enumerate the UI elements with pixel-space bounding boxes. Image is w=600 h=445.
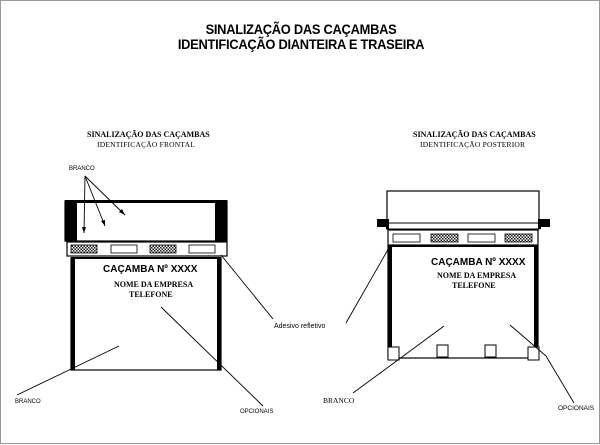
front-plate-text: CAÇAMBA Nº XXXX xyxy=(103,264,198,275)
rear-company-text: NOME DA EMPRESA xyxy=(437,271,517,280)
rear-heading: SINALIZAÇÃO DAS CAÇAMBAS xyxy=(413,130,536,139)
front-bin xyxy=(16,175,274,407)
rear-phone-text: TELEFONE xyxy=(452,281,496,290)
main-title-line1: SINALIZAÇÃO DAS CAÇAMBAS xyxy=(205,21,397,37)
rear-bin xyxy=(345,190,575,404)
rear-plate-text: CAÇAMBA Nº XXXX xyxy=(431,257,526,268)
front-strip-segments xyxy=(70,244,216,254)
front-bin-left-cap xyxy=(65,201,77,241)
front-label-branco-top: BRANCO xyxy=(69,166,95,172)
center-label-adesivo: Adesivo refletivo xyxy=(274,323,326,330)
rear-strip-segments xyxy=(392,233,533,243)
front-phone-text: TELEFONE xyxy=(129,290,173,299)
front-heading: SINALIZAÇÃO DAS CAÇAMBAS xyxy=(87,130,210,139)
front-subheading: IDENTIFICAÇÃO FRONTAL xyxy=(97,140,195,149)
front-bin-right-cap xyxy=(215,201,227,241)
rear-label-opcionais: OPCIONAIS xyxy=(558,405,595,412)
rear-bin-body xyxy=(387,245,539,359)
front-label-branco-bottom: BRANCO xyxy=(15,399,41,405)
front-reflective-strip xyxy=(66,241,228,257)
rear-subheading: IDENTIFICAÇÃO POSTERIOR xyxy=(420,140,526,149)
front-company-text: NOME DA EMPRESA xyxy=(114,280,194,289)
rear-label-branco: BRANCO xyxy=(323,396,355,405)
main-title-line2: IDENTIFICAÇÃO DIANTEIRA E TRASEIRA xyxy=(177,36,425,52)
front-bin-top-box xyxy=(64,200,228,242)
front-label-opcionais: OPCIONAIS xyxy=(240,409,274,415)
